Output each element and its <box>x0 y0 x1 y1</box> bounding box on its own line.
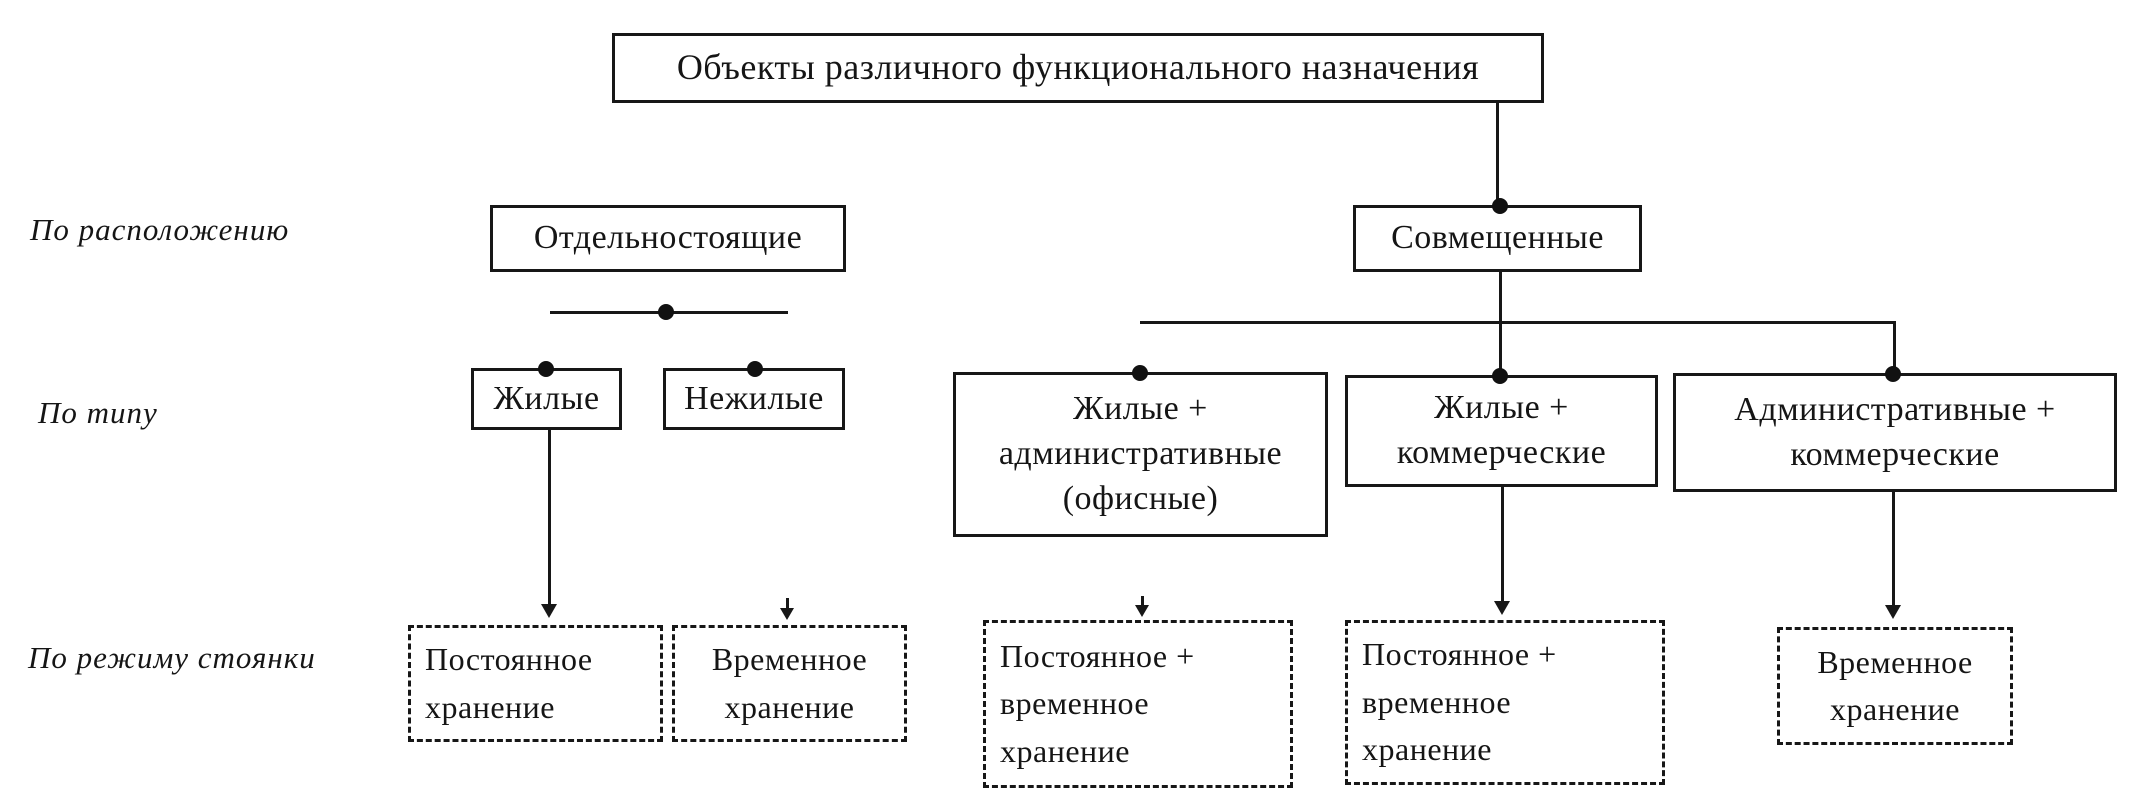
connector-bus-combined <box>1140 321 1896 324</box>
row-label-by-type: По типу <box>38 395 158 430</box>
arrow-head-residential-commercial-to-storage <box>1494 601 1510 615</box>
node-permanent-storage: Постоянное хранение <box>408 625 663 742</box>
node-residential: Жилые <box>471 368 622 430</box>
connector-dot-administrative-commercial <box>1885 366 1901 382</box>
node-temporary-storage: Временное хранение <box>672 625 907 742</box>
connector-dot-residential-administrative <box>1132 365 1148 381</box>
node-permanent-temporary-storage-2: Постоянное + временное хранение <box>1345 620 1665 785</box>
node-detached: Отдельностоящие <box>490 205 846 272</box>
connector-dot-residential <box>538 361 554 377</box>
arrow-head-to-permanent-temporary-1 <box>1135 605 1149 617</box>
connector-dot-nonresidential <box>747 361 763 377</box>
connector-dot-combined <box>1492 198 1508 214</box>
connector-combined-to-bus <box>1499 272 1502 376</box>
connector-root-to-combined <box>1496 103 1499 206</box>
node-administrative-commercial: Административные + коммерческие <box>1673 373 2117 492</box>
row-label-by-location: По расположению <box>30 212 290 247</box>
connector-dot-bus-detached <box>658 304 674 320</box>
node-temporary-storage-2: Временное хранение <box>1777 627 2013 745</box>
node-root-objects: Объекты различного функционального назна… <box>612 33 1544 103</box>
arrow-line-residential-to-permanent <box>548 430 551 605</box>
arrow-head-residential-to-permanent <box>541 604 557 618</box>
node-residential-administrative: Жилые + административные (офисные) <box>953 372 1328 537</box>
connector-dot-residential-commercial <box>1492 368 1508 384</box>
arrow-head-to-temporary <box>780 608 794 620</box>
arrow-head-admin-commercial-to-storage <box>1885 605 1901 619</box>
node-combined: Совмещенные <box>1353 205 1642 272</box>
arrow-line-admin-commercial-to-storage <box>1892 492 1895 607</box>
node-permanent-temporary-storage-1: Постоянное + временное хранение <box>983 620 1293 788</box>
node-nonresidential: Нежилые <box>663 368 845 430</box>
node-residential-commercial: Жилые + коммерческие <box>1345 375 1658 487</box>
connector-bus-to-admin-commercial <box>1893 321 1896 374</box>
arrow-line-to-temporary <box>786 598 789 610</box>
arrow-line-to-permanent-temporary-1 <box>1141 596 1144 606</box>
row-label-by-parking-mode: По режиму стоянки <box>28 640 316 675</box>
arrow-line-residential-commercial-to-storage <box>1501 487 1504 603</box>
